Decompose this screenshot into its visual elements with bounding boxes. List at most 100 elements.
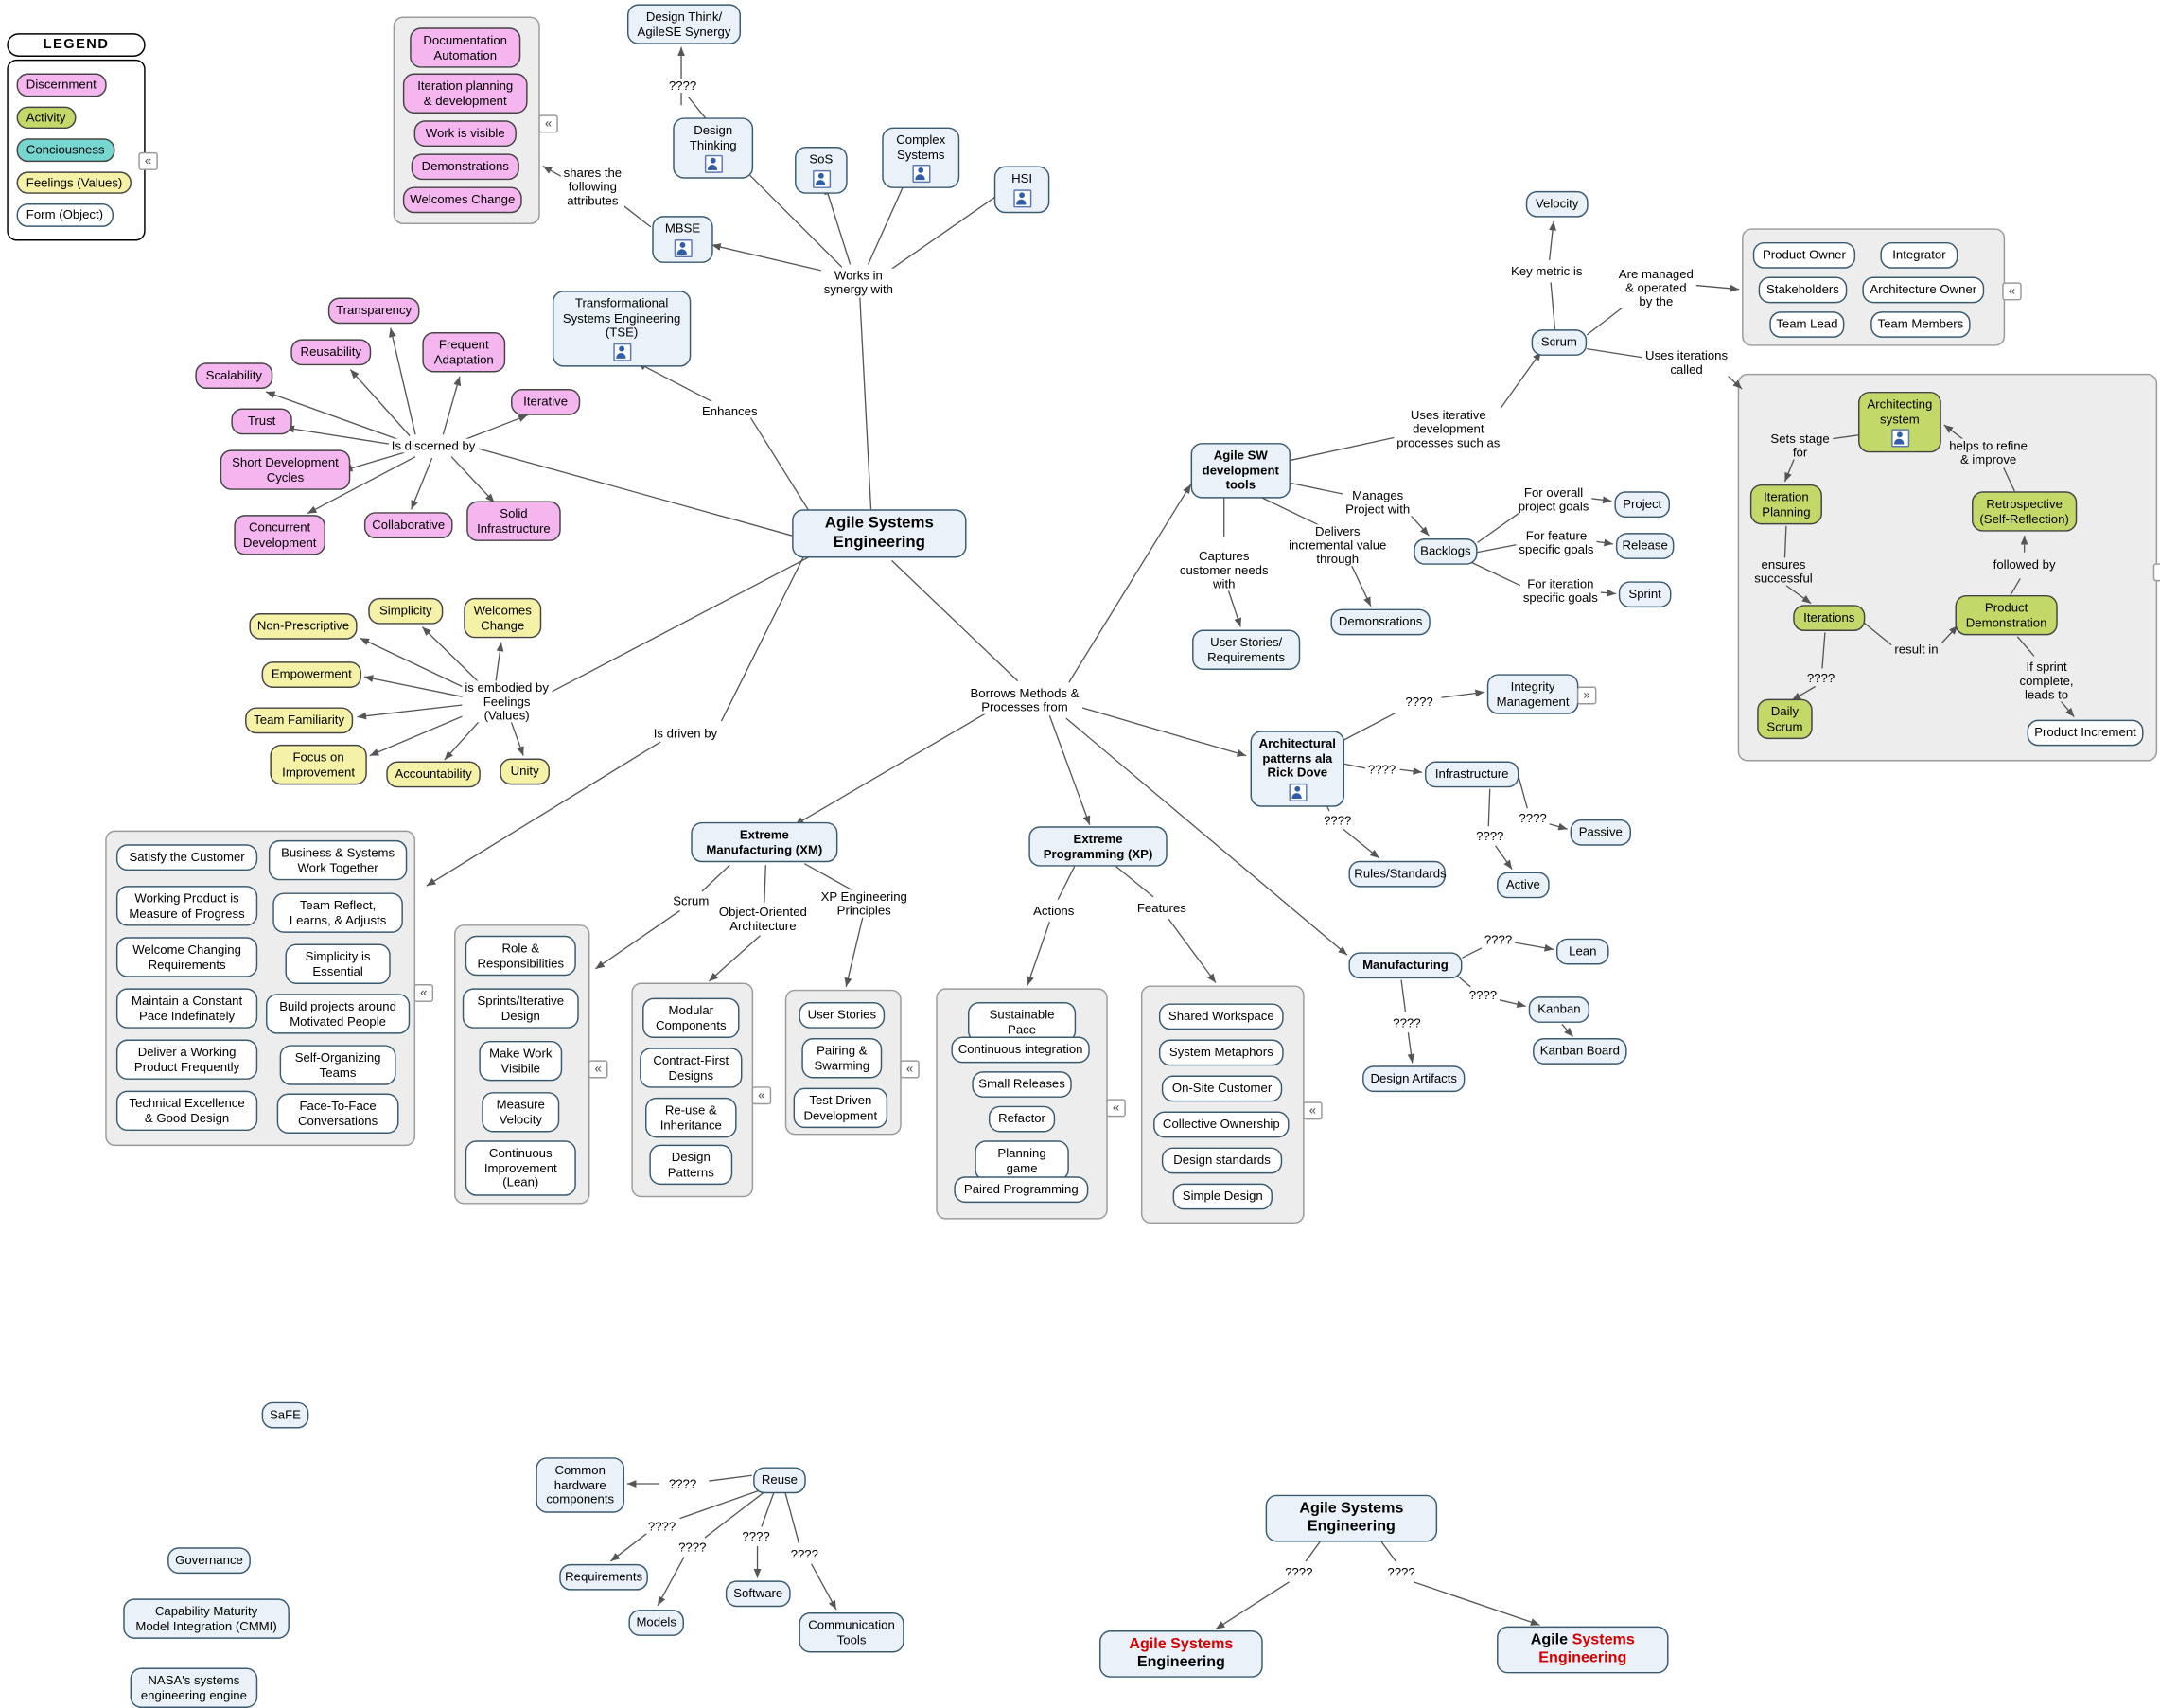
node-daily-scrum[interactable]: Daily Scrum: [1757, 698, 1813, 740]
node-integrity-management[interactable]: Integrity Management: [1486, 674, 1579, 715]
resource-icon[interactable]: [911, 165, 930, 184]
node-product-owner[interactable]: Product Owner: [1752, 241, 1856, 269]
expand-chevron-icon[interactable]: «: [2002, 282, 2022, 301]
node-continuous-integration[interactable]: Continuous integration: [951, 1036, 1090, 1063]
node-product-increment[interactable]: Product Increment: [2027, 719, 2144, 746]
node-solid-infrastructure[interactable]: Solid Infrastructure: [466, 501, 561, 542]
node-make-work-visibile[interactable]: Make Work Visibile: [479, 1040, 563, 1082]
node-short-development-cycles[interactable]: Short Development Cycles: [220, 449, 351, 491]
node-user-stories[interactable]: User Stories: [799, 1001, 886, 1029]
node-design-artifacts[interactable]: Design Artifacts: [1362, 1065, 1466, 1092]
node-complex-systems[interactable]: Complex Systems: [882, 127, 960, 189]
resource-icon[interactable]: [612, 343, 631, 361]
node-accountability[interactable]: Accountability: [386, 761, 481, 787]
node-simplicity-is-essential[interactable]: Simplicity is Essential: [285, 943, 391, 985]
node-small-releases[interactable]: Small Releases: [972, 1071, 1072, 1098]
node-non-prescriptive[interactable]: Non-Prescriptive: [249, 612, 358, 640]
expand-chevron-icon[interactable]: «: [1303, 1101, 1323, 1120]
node-measure-velocity[interactable]: Measure Velocity: [482, 1092, 560, 1133]
node-concurrent-development[interactable]: Concurrent Development: [234, 515, 325, 555]
node-team-lead[interactable]: Team Lead: [1769, 311, 1845, 338]
node-team-members[interactable]: Team Members: [1870, 311, 1971, 338]
node-paired-programming[interactable]: Paired Programming: [954, 1176, 1089, 1203]
node-continuous-improvement-lean[interactable]: Continuous Improvement (Lean): [465, 1140, 576, 1196]
node-retrospective[interactable]: Retrospective (Self-Reflection): [1972, 491, 2078, 532]
node-design-patterns[interactable]: Design Patterns: [649, 1144, 733, 1186]
node-rules-standards[interactable]: Rules/Standards: [1348, 860, 1447, 888]
node-kanban[interactable]: Kanban: [1528, 996, 1590, 1023]
node-release[interactable]: Release: [1615, 533, 1675, 559]
node-satisfy-the-customer[interactable]: Satisfy the Customer: [115, 844, 258, 871]
node-lean[interactable]: Lean: [1555, 938, 1609, 964]
node-design-think-agilese-synergy[interactable]: Design Think/ AgileSE Synergy: [626, 4, 741, 45]
resource-icon[interactable]: [704, 155, 723, 174]
node-cmmi[interactable]: Capability Maturity Model Integration (C…: [123, 1598, 290, 1640]
node-architecting-system[interactable]: Architecting system: [1858, 391, 1941, 453]
node-demonsrations[interactable]: Demonsrations: [1330, 608, 1431, 635]
node-safe[interactable]: SaFE: [261, 1401, 309, 1428]
node-reuse[interactable]: Reuse: [753, 1467, 806, 1493]
node-reusability[interactable]: Reusability: [290, 339, 372, 365]
node-stakeholders[interactable]: Stakeholders: [1758, 276, 1848, 303]
node-empowerment[interactable]: Empowerment: [261, 661, 361, 688]
node-iterative[interactable]: Iterative: [511, 389, 581, 415]
node-self-organizing-teams[interactable]: Self-Organizing Teams: [279, 1045, 396, 1086]
node-pairing-swarming[interactable]: Pairing & Swarming: [801, 1038, 883, 1079]
node-iterations[interactable]: Iterations: [1793, 605, 1866, 631]
node-work-is-visible[interactable]: Work is visible: [413, 120, 517, 147]
expand-chevron-icon[interactable]: «: [413, 983, 434, 1002]
expand-chevron-icon[interactable]: «: [2152, 563, 2160, 582]
node-refactor[interactable]: Refactor: [988, 1105, 1056, 1132]
node-extreme-programming-xp[interactable]: Extreme Programming (XP): [1028, 826, 1168, 867]
node-modular-components[interactable]: Modular Components: [642, 997, 740, 1039]
node-requirements[interactable]: Requirements: [559, 1563, 648, 1591]
resource-icon[interactable]: [1012, 188, 1031, 207]
expand-chevron-icon[interactable]: «: [538, 114, 558, 133]
node-active[interactable]: Active: [1497, 872, 1550, 898]
node-sprint[interactable]: Sprint: [1618, 581, 1672, 607]
node-collective-ownership[interactable]: Collective Ownership: [1153, 1111, 1290, 1137]
node-sos[interactable]: SoS: [795, 147, 848, 194]
node-system-metaphors[interactable]: System Metaphors: [1158, 1039, 1284, 1065]
node-integrator[interactable]: Integrator: [1880, 241, 1958, 269]
node-maintain-constant-pace[interactable]: Maintain a Constant Pace Indefinately: [115, 988, 258, 1030]
node-agile-sw-development-tools[interactable]: Agile SW development tools: [1190, 443, 1291, 499]
node-welcomes-change-attr[interactable]: Welcomes Change: [402, 186, 522, 213]
node-shared-workspace[interactable]: Shared Workspace: [1158, 1003, 1284, 1030]
node-communication-tools[interactable]: Communication Tools: [799, 1612, 904, 1653]
node-business-systems-together[interactable]: Business & Systems Work Together: [268, 839, 408, 881]
node-nasa-se-engine[interactable]: NASA's systems engineering engine: [130, 1667, 258, 1708]
node-kanban-board[interactable]: Kanban Board: [1533, 1038, 1627, 1065]
expand-chevron-icon[interactable]: «: [751, 1086, 772, 1105]
node-iteration-planning[interactable]: Iteration Planning: [1749, 484, 1822, 525]
node-manufacturing[interactable]: Manufacturing: [1348, 952, 1463, 978]
resource-icon[interactable]: [812, 169, 831, 188]
node-design-thinking[interactable]: Design Thinking: [673, 117, 754, 180]
node-scalability[interactable]: Scalability: [195, 362, 273, 389]
node-build-motivated-people[interactable]: Build projects around Motivated People: [265, 994, 411, 1034]
node-test-driven-development[interactable]: Test Driven Development: [793, 1087, 888, 1129]
node-face-to-face[interactable]: Face-To-Face Conversations: [276, 1093, 399, 1135]
node-software[interactable]: Software: [725, 1580, 791, 1607]
node-documentation-automation[interactable]: Documentation Automation: [410, 27, 521, 68]
node-technical-excellence[interactable]: Technical Excellence & Good Design: [115, 1090, 258, 1132]
node-unity[interactable]: Unity: [500, 758, 551, 784]
node-tse[interactable]: Transformational Systems Engineering (TS…: [552, 291, 692, 367]
node-project[interactable]: Project: [1614, 491, 1670, 518]
node-contract-first-designs[interactable]: Contract-First Designs: [640, 1048, 743, 1089]
node-hsi[interactable]: HSI: [993, 166, 1050, 213]
node-team-reflect[interactable]: Team Reflect, Learns, & Adjusts: [272, 892, 403, 934]
node-velocity[interactable]: Velocity: [1525, 190, 1589, 218]
expand-chevron-icon[interactable]: «: [900, 1060, 920, 1079]
node-demonstrations-attr[interactable]: Demonstrations: [411, 153, 519, 180]
node-models[interactable]: Models: [628, 1610, 684, 1636]
node-deliver-working-product[interactable]: Deliver a Working Product Frequently: [115, 1039, 258, 1081]
node-frequent-adaptation[interactable]: Frequent Adaptation: [422, 332, 506, 373]
node-passive[interactable]: Passive: [1570, 819, 1632, 846]
node-governance[interactable]: Governance: [167, 1547, 251, 1574]
expand-chevron-icon[interactable]: «: [1106, 1099, 1126, 1118]
node-sprints-iterative-design[interactable]: Sprints/Iterative Design: [462, 988, 579, 1030]
node-common-hardware-components[interactable]: Common hardware components: [536, 1457, 625, 1513]
resource-icon[interactable]: [1288, 783, 1307, 801]
